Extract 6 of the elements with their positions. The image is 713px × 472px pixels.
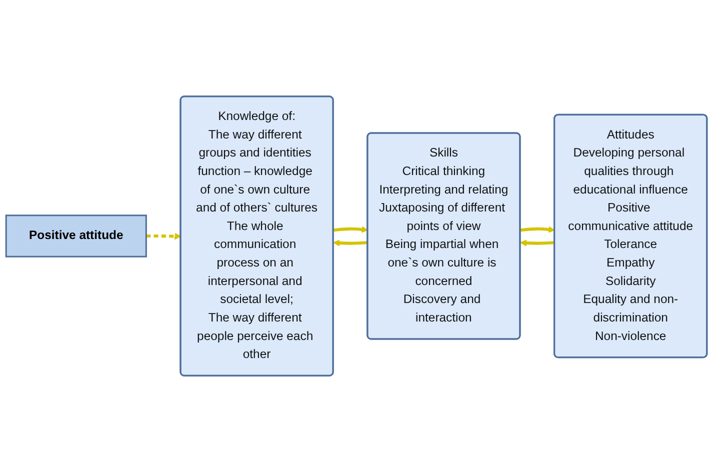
arrow: [146, 232, 182, 240]
node-box: Positive attitude: [5, 214, 147, 258]
arrow: [520, 226, 555, 233]
arrow: [333, 240, 368, 246]
arrow: [520, 240, 555, 246]
arrow: [333, 226, 368, 233]
